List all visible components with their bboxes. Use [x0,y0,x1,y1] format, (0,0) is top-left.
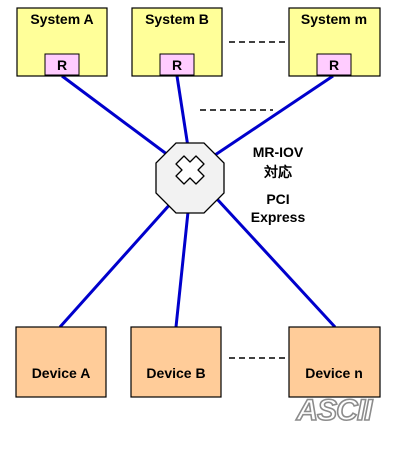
system-b-label: System B [145,11,209,27]
device-n: Device n [288,326,381,398]
link-system-b [175,75,190,148]
system-b-port-label: R [172,57,182,73]
system-a-root-port: R [44,53,80,76]
system-a: System A R [16,7,108,77]
system-m-port-label: R [329,57,339,73]
link-device-n [215,197,337,329]
device-a-label: Device A [32,365,91,381]
device-b: Device B [130,326,222,398]
system-m-root-port: R [316,53,352,76]
pcie-switch [155,142,225,214]
caption-line-4: Express [251,209,306,225]
link-system-a [61,74,173,160]
system-a-port-label: R [57,57,67,73]
switch-caption: MR-IOV 対応 PCI Express [251,144,306,225]
system-b-root-port: R [159,53,195,76]
system-m: System m R [288,7,381,77]
link-device-a [58,200,174,329]
caption-line-3: PCI [266,191,289,207]
link-device-b [174,211,190,328]
link-system-m [214,74,334,157]
system-a-label: System A [30,11,93,27]
device-b-label: Device B [146,365,205,381]
cross-arrows-icon [175,155,205,185]
device-n-label: Device n [305,365,363,381]
caption-line-2: 対応 [263,164,292,180]
ascii-watermark-logo: ASCII [295,394,373,427]
system-b: System B R [131,7,223,77]
caption-line-1: MR-IOV [253,144,304,160]
device-a: Device A [15,326,107,398]
system-m-label: System m [301,11,367,27]
